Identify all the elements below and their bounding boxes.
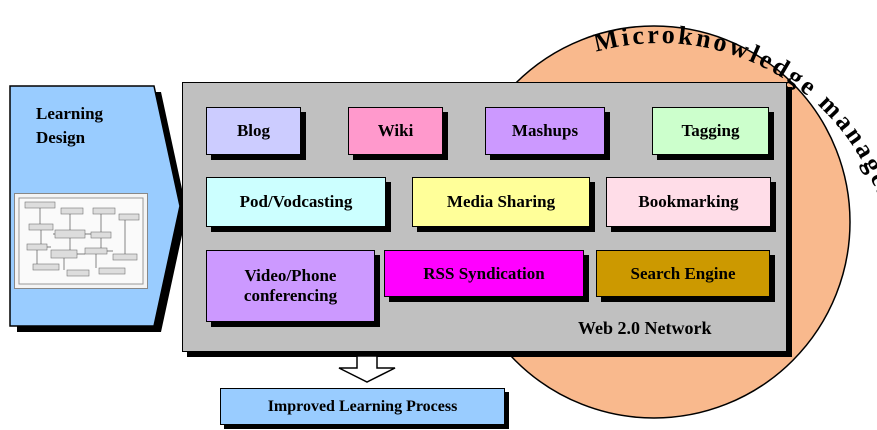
- tool-video-conferencing: Video/Phone conferencing: [206, 250, 375, 322]
- learning-design-label: Learning Design: [36, 102, 146, 150]
- tool-search-engine: Search Engine: [596, 250, 770, 297]
- tool-rss-syndication: RSS Syndication: [384, 250, 584, 297]
- tool-media-sharing: Media Sharing: [412, 177, 590, 227]
- web-panel-label: Web 2.0 Network: [578, 318, 712, 338]
- learning-design-thumbnail: [14, 193, 148, 289]
- flowchart-thumbnail-icon: [18, 197, 144, 285]
- tool-podcasting: Pod/Vodcasting: [206, 177, 386, 227]
- learning-design-line1: Learning: [36, 104, 104, 123]
- tool-mashups: Mashups: [485, 107, 605, 155]
- tool-wiki: Wiki: [348, 107, 443, 155]
- tool-tagging: Tagging: [652, 107, 769, 155]
- tool-bookmarking: Bookmarking: [606, 177, 771, 227]
- tool-blog: Blog: [206, 107, 301, 155]
- improved-learning-process: Improved Learning Process: [220, 388, 505, 425]
- learning-design-line2: Design: [36, 128, 86, 147]
